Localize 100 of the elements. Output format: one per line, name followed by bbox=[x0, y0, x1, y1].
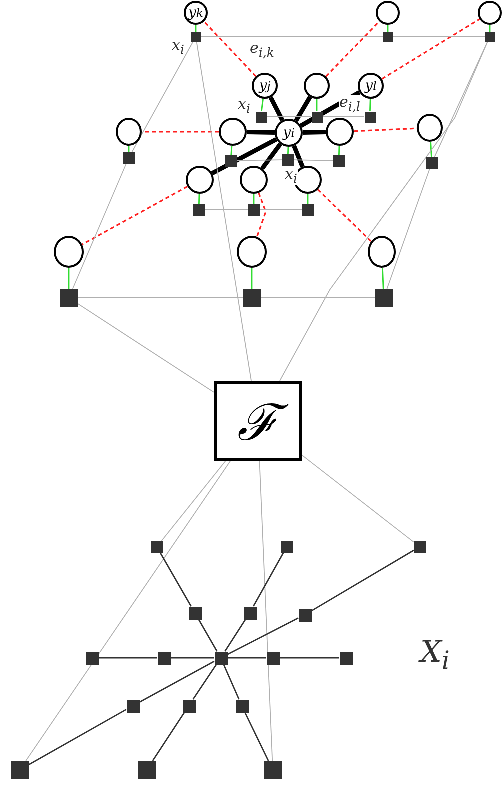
dashed-edge bbox=[382, 18, 480, 80]
feature-square bbox=[11, 761, 29, 779]
variable-circle bbox=[240, 166, 268, 194]
dashed-edge bbox=[317, 189, 372, 242]
variable-circle bbox=[368, 236, 396, 268]
feature-square bbox=[158, 652, 170, 664]
thick-edge bbox=[246, 130, 276, 136]
edge-line bbox=[316, 99, 318, 112]
edge-line bbox=[152, 712, 186, 762]
edge-line bbox=[338, 146, 340, 156]
feature-square bbox=[302, 204, 314, 216]
edge-line bbox=[228, 657, 266, 659]
variable-circle bbox=[417, 114, 443, 142]
dashed-edge bbox=[204, 21, 257, 78]
variable-circle bbox=[219, 118, 247, 146]
edge-line bbox=[198, 194, 200, 204]
edge-line bbox=[386, 168, 430, 290]
edge-line bbox=[434, 42, 488, 158]
feature-square bbox=[281, 541, 293, 553]
thick-edge bbox=[211, 138, 278, 176]
edge-line bbox=[253, 194, 255, 204]
variable-circle bbox=[294, 166, 322, 194]
feature-square bbox=[86, 652, 98, 664]
edge-line bbox=[78, 303, 214, 393]
edge-line bbox=[294, 160, 334, 162]
edge-line bbox=[200, 36, 384, 38]
feature-square bbox=[123, 152, 135, 164]
edge-line bbox=[307, 194, 309, 204]
edge-line bbox=[192, 664, 218, 700]
feature-square bbox=[375, 289, 393, 307]
feature-square bbox=[182, 700, 196, 712]
feature-square bbox=[248, 204, 260, 216]
edge-line bbox=[244, 712, 270, 762]
edge-line bbox=[132, 42, 194, 152]
edge-line bbox=[382, 268, 384, 290]
function-box: ℱ bbox=[214, 381, 302, 461]
variable-circle bbox=[478, 1, 502, 25]
edge-line bbox=[223, 664, 240, 700]
feature-square bbox=[243, 289, 261, 307]
dashed-edge bbox=[326, 21, 380, 78]
edge-line bbox=[72, 164, 127, 290]
dashed-edge bbox=[256, 192, 267, 238]
feature-square bbox=[60, 289, 78, 307]
feature-square bbox=[138, 761, 156, 779]
variable-circle bbox=[326, 118, 354, 146]
feature-square bbox=[225, 155, 237, 167]
feature-square bbox=[298, 608, 312, 622]
edge-line bbox=[98, 657, 158, 659]
variable-circle bbox=[186, 166, 214, 194]
feature-square bbox=[214, 652, 228, 664]
thick-edge bbox=[302, 130, 326, 135]
feature-square bbox=[333, 155, 345, 167]
edge-line bbox=[302, 454, 414, 543]
edge-line bbox=[68, 268, 70, 289]
thick-edge bbox=[260, 142, 282, 170]
thick-edge bbox=[294, 96, 312, 122]
edge-line bbox=[227, 618, 299, 656]
feature-square bbox=[244, 606, 256, 620]
feature-square bbox=[236, 700, 248, 712]
feature-square bbox=[312, 112, 322, 122]
edge-line bbox=[280, 657, 340, 659]
edge-line bbox=[259, 460, 274, 762]
variable-circle bbox=[54, 236, 84, 268]
edge-line bbox=[370, 98, 372, 112]
edge-line bbox=[261, 98, 264, 112]
variable-circle bbox=[304, 73, 330, 99]
edge-line bbox=[28, 709, 127, 766]
feature-square bbox=[340, 652, 352, 664]
edge-line bbox=[288, 146, 290, 154]
edge-line bbox=[251, 268, 253, 289]
feature-square bbox=[126, 700, 140, 712]
variable-circle bbox=[237, 236, 267, 268]
edge-line bbox=[311, 550, 414, 612]
edge-line bbox=[198, 619, 218, 652]
feature-square bbox=[266, 652, 280, 664]
thick-edge bbox=[300, 90, 361, 128]
edge-line bbox=[196, 42, 252, 382]
feature-square bbox=[193, 204, 205, 216]
dashed-edge bbox=[142, 131, 219, 133]
edge-line bbox=[322, 116, 365, 118]
dashed-edge bbox=[82, 186, 188, 246]
variable-circle bbox=[376, 1, 400, 25]
edge-line bbox=[392, 36, 486, 38]
edge-line bbox=[224, 619, 246, 652]
edge-line bbox=[26, 460, 232, 762]
feature-square bbox=[426, 157, 438, 169]
feature-square bbox=[414, 541, 426, 553]
feature-square bbox=[264, 761, 282, 779]
edge-line bbox=[236, 160, 282, 162]
edge-line bbox=[160, 552, 192, 607]
feature-square bbox=[364, 112, 376, 122]
feature-square bbox=[188, 606, 202, 620]
edge-line bbox=[430, 142, 432, 158]
thick-edge bbox=[292, 145, 305, 168]
edge-line bbox=[170, 657, 214, 659]
feature-square bbox=[256, 112, 266, 122]
variable-circle bbox=[116, 118, 142, 146]
edge-line bbox=[161, 460, 226, 542]
feature-square bbox=[383, 32, 393, 42]
feature-square bbox=[282, 154, 294, 166]
